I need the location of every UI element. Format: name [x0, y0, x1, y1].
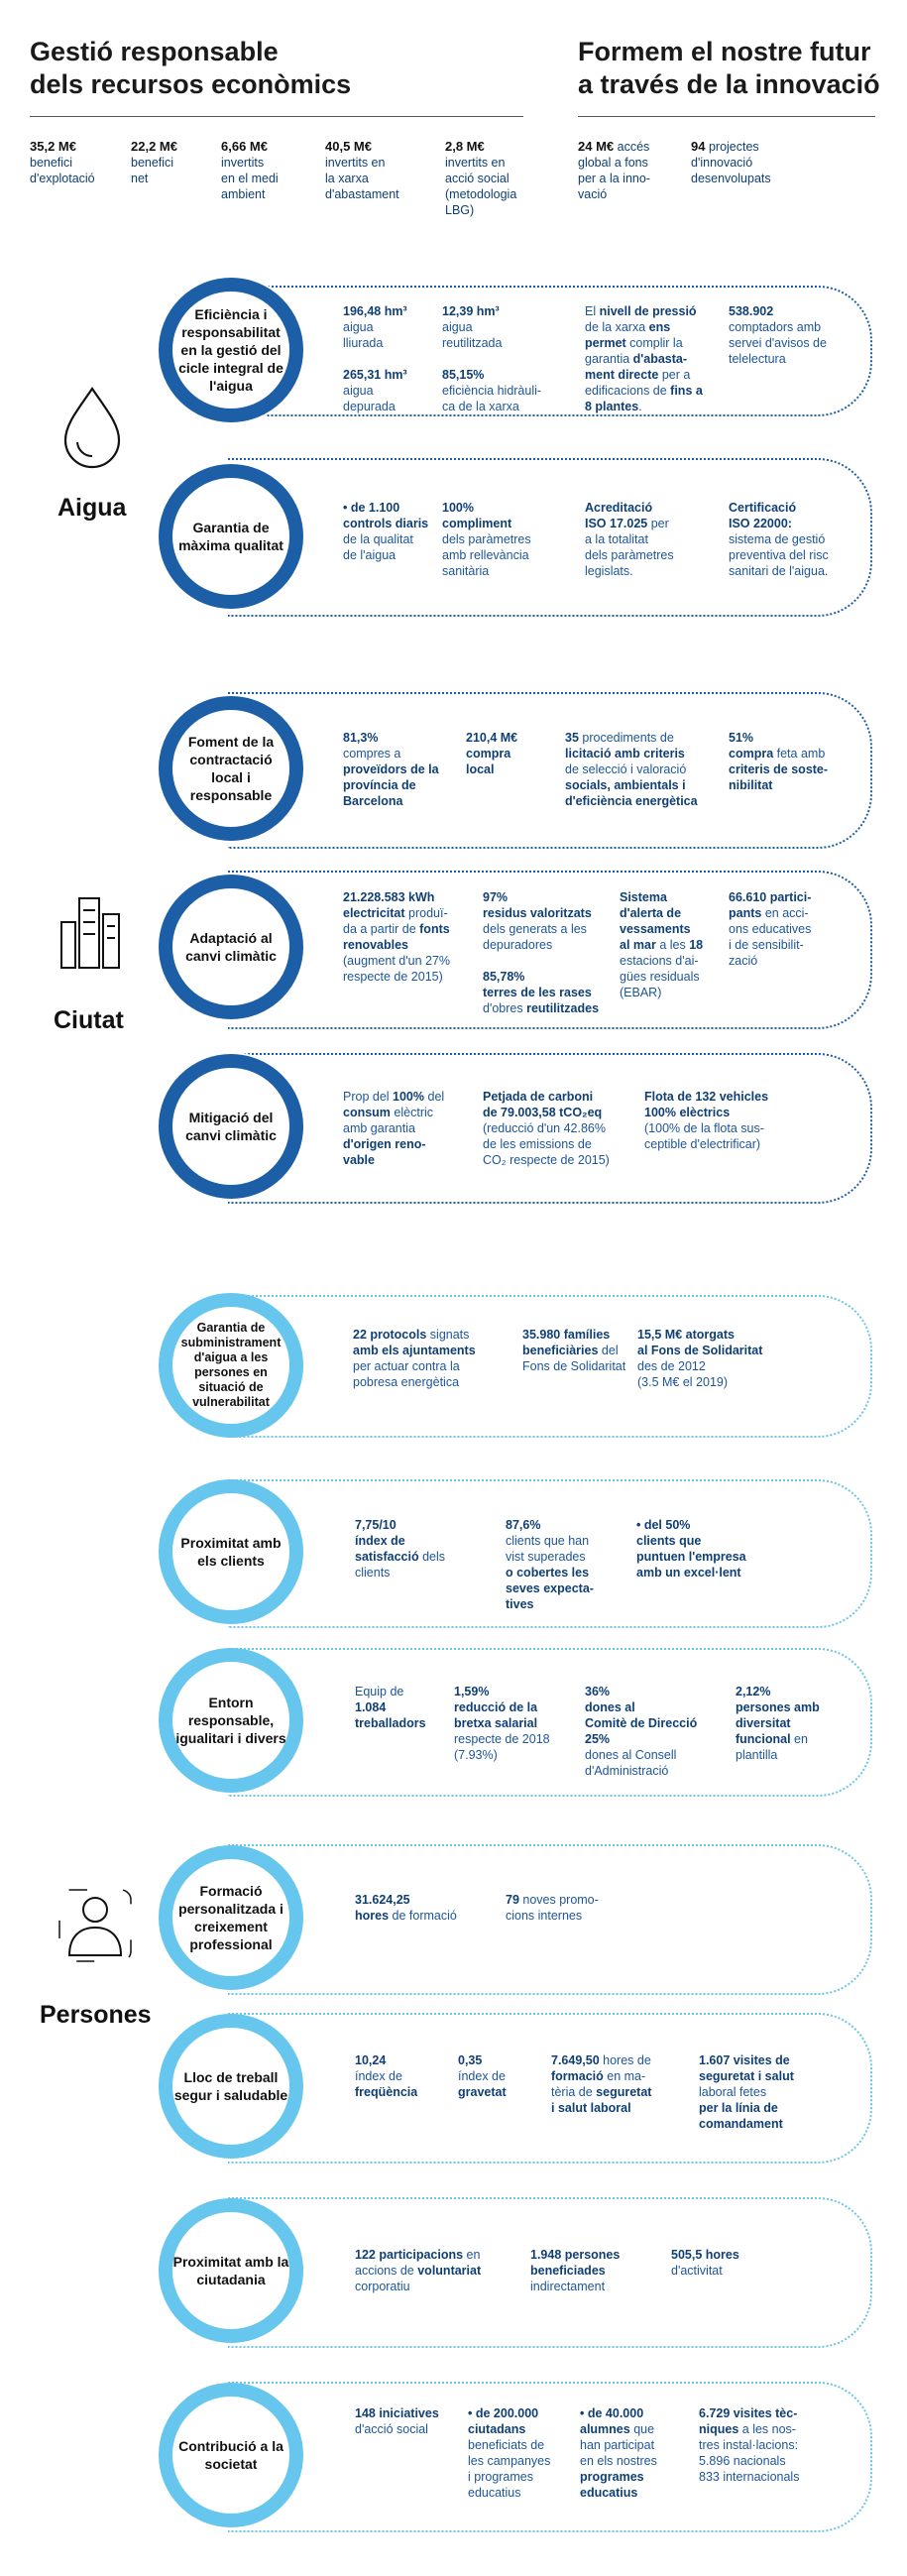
section-aigua: Aigua [57, 494, 127, 522]
card-social-contribution-circle: Contribució a la societat [159, 2383, 303, 2527]
divider [30, 116, 523, 117]
stat: 66.610 partici-pants en acci-ons educati… [729, 890, 812, 968]
card-quality [228, 458, 872, 617]
stat: 6.729 visites tèc-niques a les nos-tres … [699, 2406, 800, 2484]
card-citizen-proximity-circle: Proximitat amb la ciutadania [159, 2198, 303, 2343]
card-local-procurement-circle: Foment de la contractació local i respon… [159, 696, 303, 841]
person-icon [58, 1889, 132, 1962]
card-training-circle: Formació personalitzada i creixement pro… [159, 1845, 303, 1990]
card-citizen-proximity [228, 2197, 872, 2348]
section-ciutat: Ciutat [54, 1006, 124, 1034]
card-diversity [228, 1648, 872, 1797]
city-buildings-icon [60, 897, 120, 969]
card-diversity-circle: Entorn responsable, igualitari i divers [159, 1648, 303, 1793]
card-mitigation [228, 1053, 872, 1204]
water-drop-icon [63, 387, 121, 469]
card-safe-workplace-circle: Lloc de treball segur i saludable [159, 2014, 303, 2159]
card-supply-guarantee [228, 1295, 872, 1438]
card-efficiency-circle: Eficiència i responsabilitat en la gesti… [159, 278, 303, 422]
card-adaptation [228, 871, 872, 1029]
card-adaptation-circle: Adaptació al canvi climàtic [159, 875, 303, 1019]
stat: El nivell de pressió de la xarxa ens per… [585, 304, 703, 413]
card-efficiency [228, 286, 872, 416]
card-training [228, 1844, 872, 1995]
divider [578, 116, 875, 117]
section-persones: Persones [40, 2001, 152, 2029]
card-social-contribution [228, 2382, 872, 2532]
card-safe-workplace [228, 2013, 872, 2164]
stat: 79 noves promo-cions internes [506, 1893, 599, 1923]
card-quality-circle: Garantia de màxima qualitat [159, 464, 303, 609]
card-customer-proximity-circle: Proximitat amb els clients [159, 1479, 303, 1624]
card-local-procurement [228, 692, 872, 849]
card-supply-guarantee-circle: Garantia de subministrament d'aigua a le… [159, 1293, 303, 1438]
card-customer-proximity [228, 1479, 872, 1628]
card-mitigation-circle: Mitigació del canvi climàtic [159, 1054, 303, 1199]
